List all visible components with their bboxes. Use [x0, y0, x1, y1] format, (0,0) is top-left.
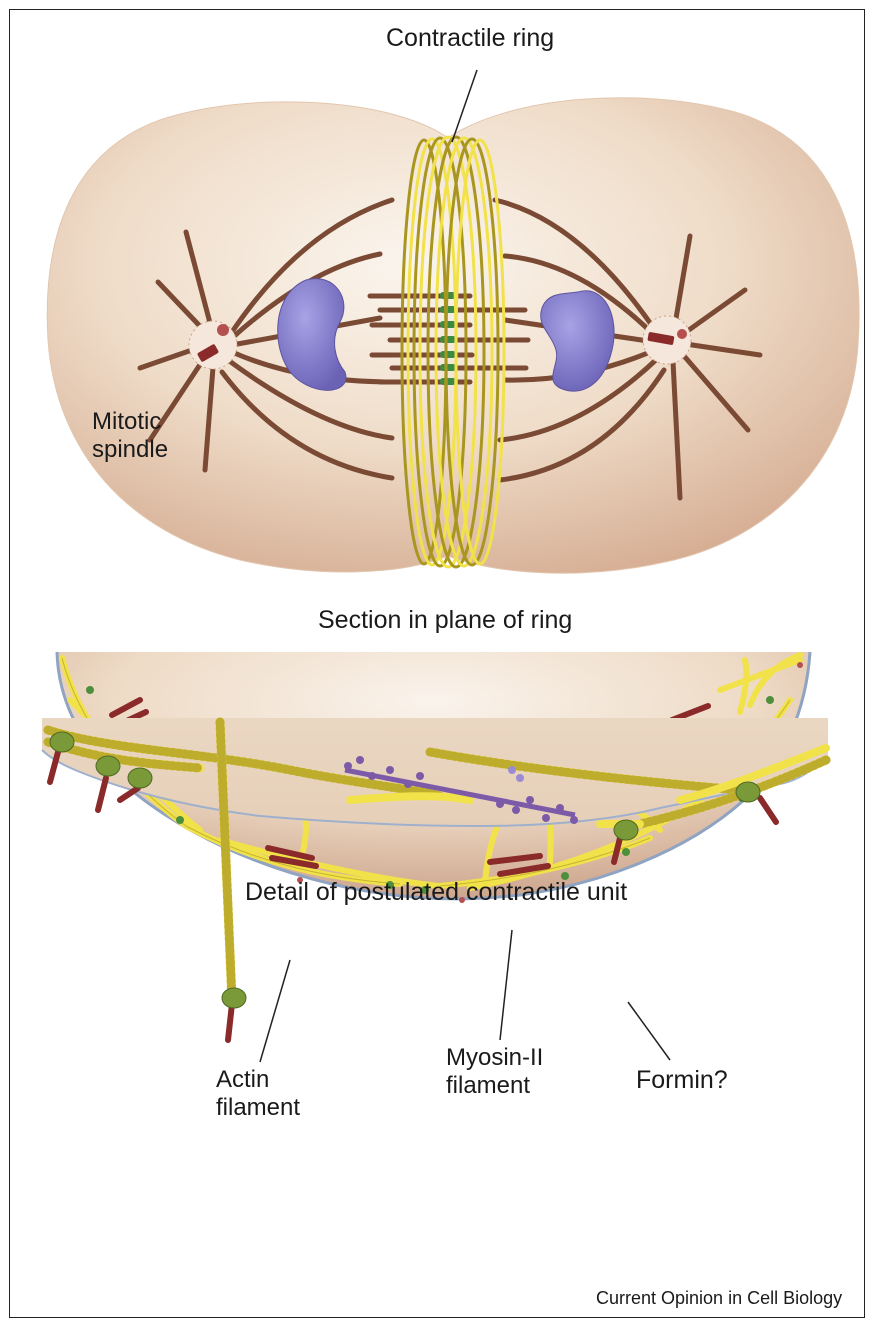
centrosome-icon [189, 321, 237, 369]
actin-pointer [260, 960, 290, 1062]
mitotic-spindle-label: Mitotic spindle [92, 408, 202, 464]
contractile-ring-label: Contractile ring [386, 24, 554, 53]
section-heading: Section in plane of ring [318, 606, 572, 635]
myosin-pointer [500, 930, 512, 1040]
centrosome-icon [643, 316, 691, 364]
myosin-filament-label: Myosin-II filament [446, 1044, 566, 1100]
actin-filament-label: Actin filament [216, 1066, 326, 1122]
dividing-cell [47, 70, 859, 573]
formin-label: Formin? [636, 1066, 728, 1095]
source-credit: Current Opinion in Cell Biology [596, 1288, 842, 1309]
detail-heading: Detail of postulated contractile unit [245, 878, 627, 907]
formin-pointer [628, 1002, 670, 1060]
formin-icon [222, 988, 246, 1040]
